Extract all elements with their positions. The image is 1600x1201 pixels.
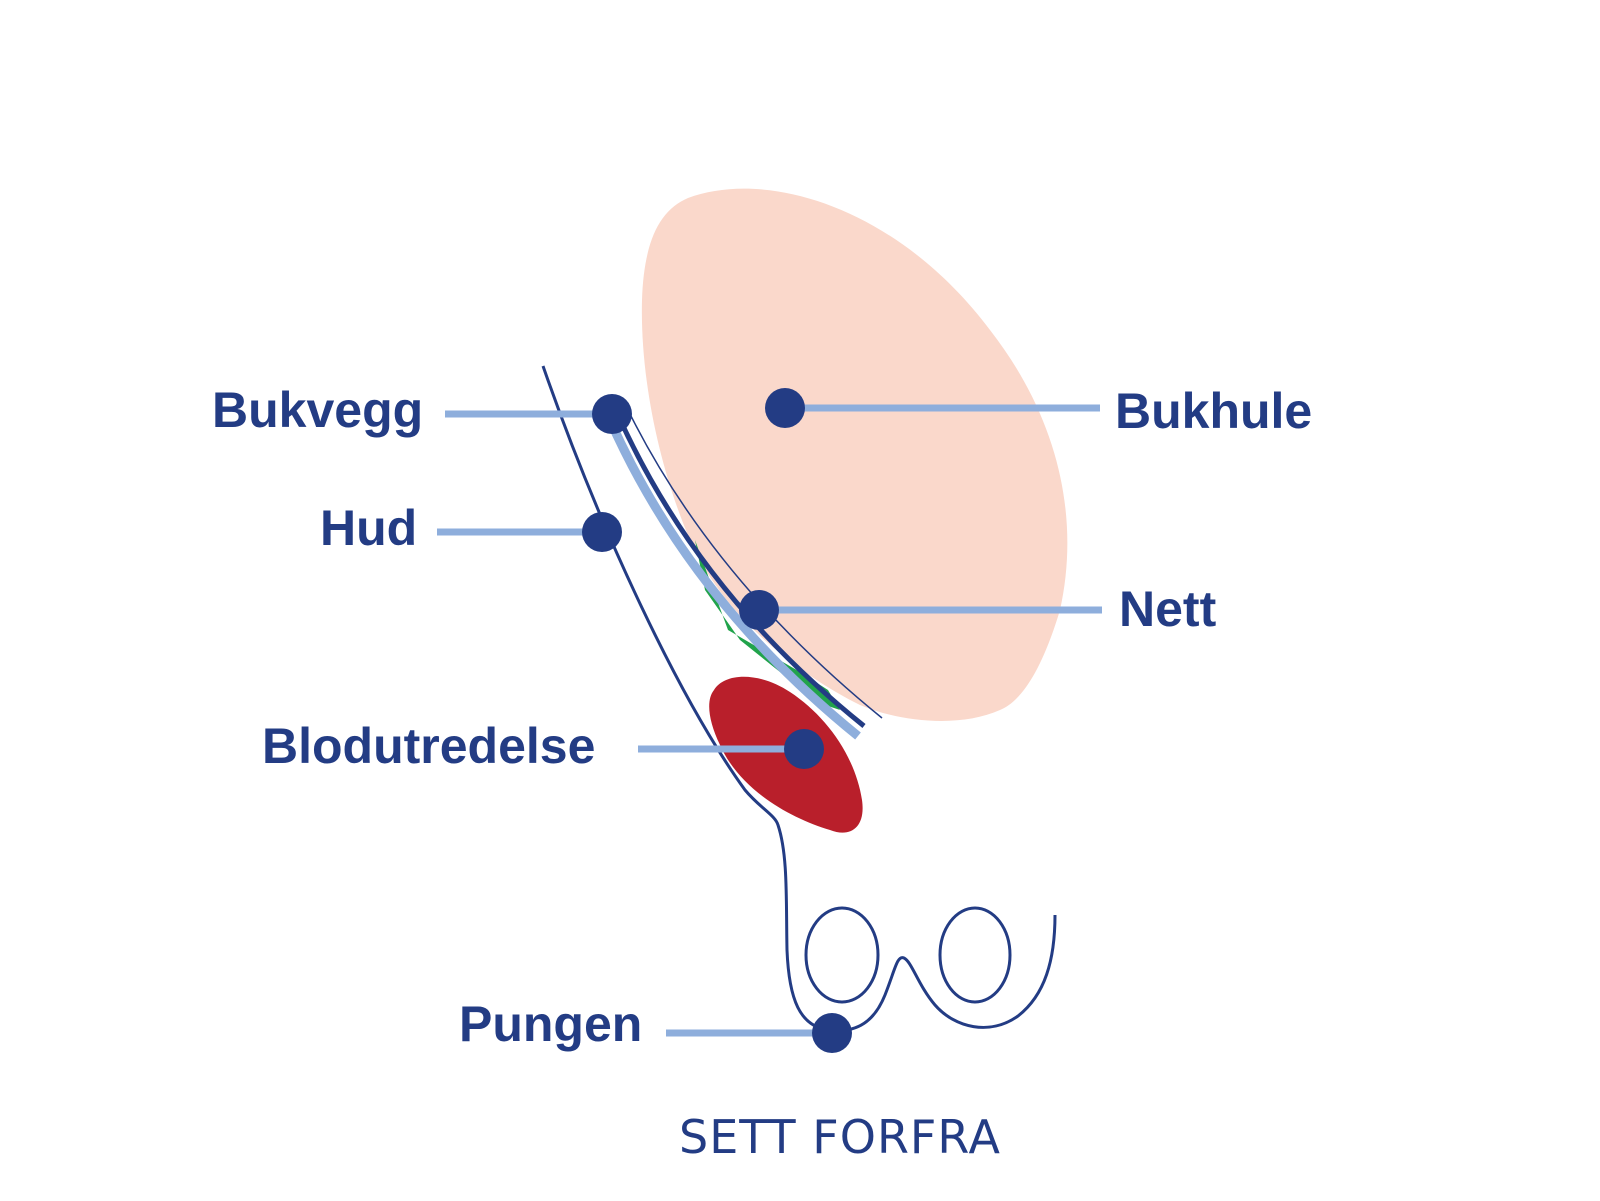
left-testicle-outline [804,906,880,1004]
blodutredelse-label: Blodutredelse [262,718,595,774]
peritoneum-line [627,409,883,719]
abdominal-cavity-shape [641,188,1068,721]
hud-marker-dot [582,512,622,552]
bukvegg-marker-dot [592,394,632,434]
pungen-label: Pungen [459,996,642,1052]
hud-label: Hud [320,500,417,556]
pungen-marker-dot [812,1013,852,1053]
bukhule-label: Bukhule [1115,383,1312,439]
bukhule-marker-dot [765,388,805,428]
blodutredelse-marker-dot [784,729,824,769]
abdominal-wall-outer [605,418,861,740]
nett-label: Nett [1119,581,1217,637]
view-caption: SETT FORFRA [679,1110,1001,1164]
bukvegg-label: Bukvegg [212,382,423,438]
abdominal-wall-inner [615,413,866,728]
right-testicle-outline [938,906,1012,1004]
nett-marker-dot [739,590,779,630]
